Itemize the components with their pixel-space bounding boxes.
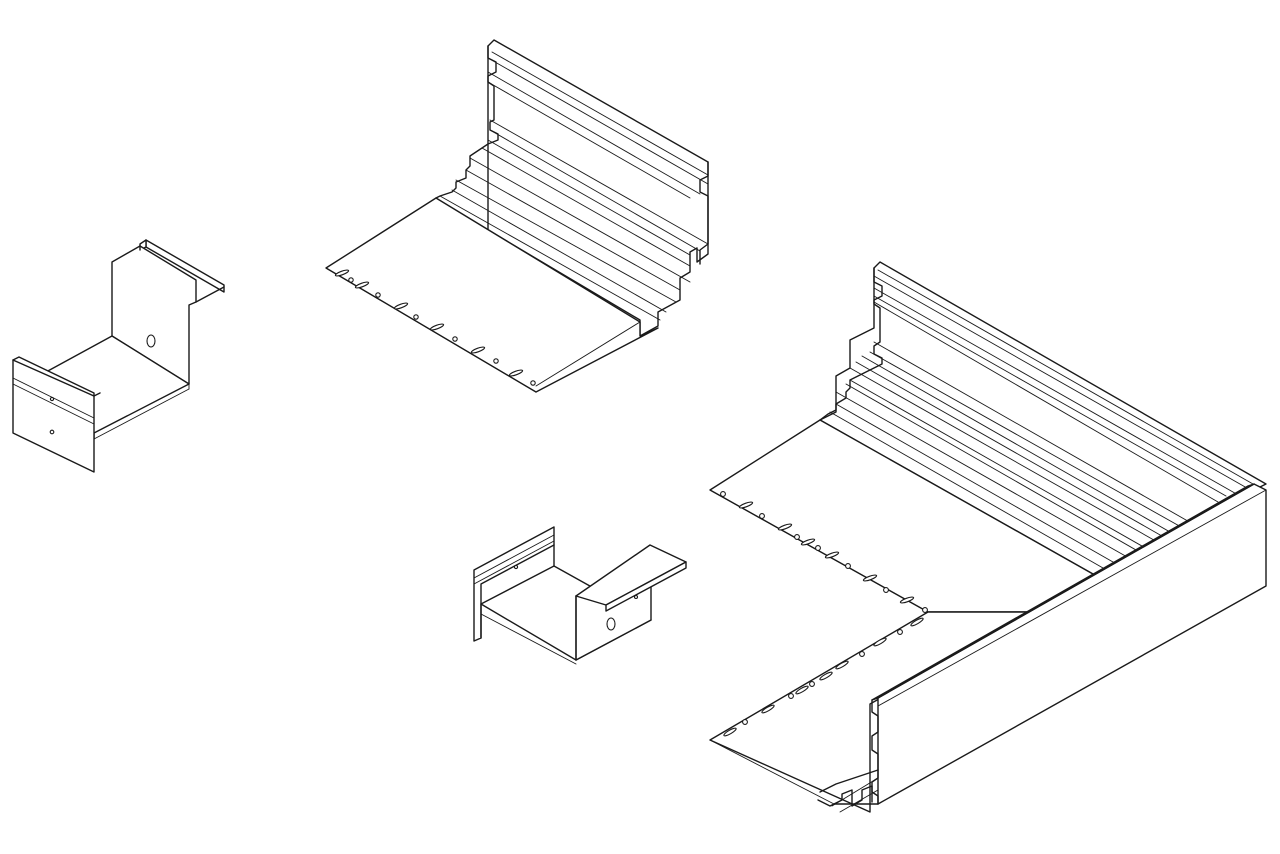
corner-profile-large: [709, 261, 1267, 813]
small-bracket-left: [12, 239, 225, 473]
corner-profile-top: [325, 39, 709, 393]
small-bracket-center: [473, 526, 687, 665]
